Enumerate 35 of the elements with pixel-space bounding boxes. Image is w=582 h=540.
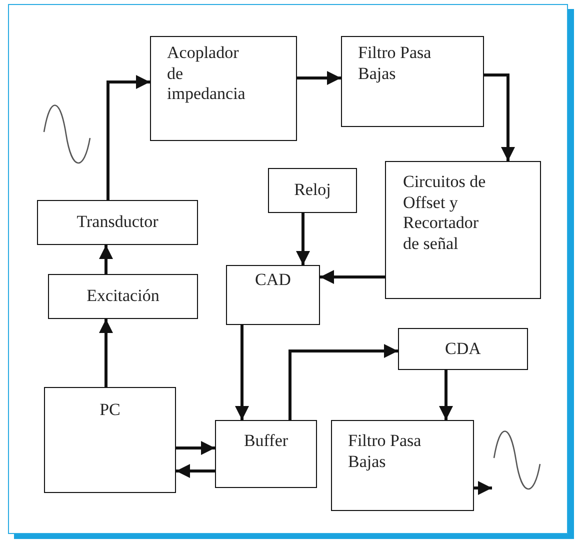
arrow <box>474 481 492 495</box>
block-box <box>331 420 474 511</box>
arrow <box>439 370 453 420</box>
arrow <box>99 319 113 387</box>
arrow <box>296 213 310 265</box>
arrow <box>320 270 385 284</box>
arrow <box>297 71 341 85</box>
block-label: Transductor <box>76 212 158 233</box>
block-box <box>268 168 357 213</box>
block-box <box>44 387 176 493</box>
block-label: CAD <box>255 270 291 291</box>
arrow <box>288 344 398 420</box>
block-box <box>48 274 198 319</box>
block-label: Excitación <box>86 286 160 307</box>
block-box <box>37 200 198 245</box>
block-label: Circuitos de Offset y Recortador de señal <box>403 172 487 255</box>
block-label: Filtro Pasa Bajas <box>348 431 422 472</box>
block-box <box>385 161 541 299</box>
arrow <box>176 464 215 478</box>
arrow <box>106 75 150 200</box>
block-box <box>341 36 484 127</box>
arrow <box>235 325 249 420</box>
arrow <box>99 245 113 274</box>
block-box <box>150 36 297 141</box>
block-label: CDA <box>445 338 481 360</box>
block-label: Filtro Pasa Bajas <box>358 43 432 84</box>
block-box <box>226 265 320 325</box>
block-label: Acoplador de impedancia <box>167 43 246 106</box>
block-box <box>215 420 317 488</box>
arrow <box>484 74 515 161</box>
block-label: Buffer <box>244 431 288 452</box>
block-label: Reloj <box>294 180 331 201</box>
arrow <box>176 441 215 455</box>
block-box <box>398 328 528 370</box>
block-label: PC <box>100 400 120 421</box>
